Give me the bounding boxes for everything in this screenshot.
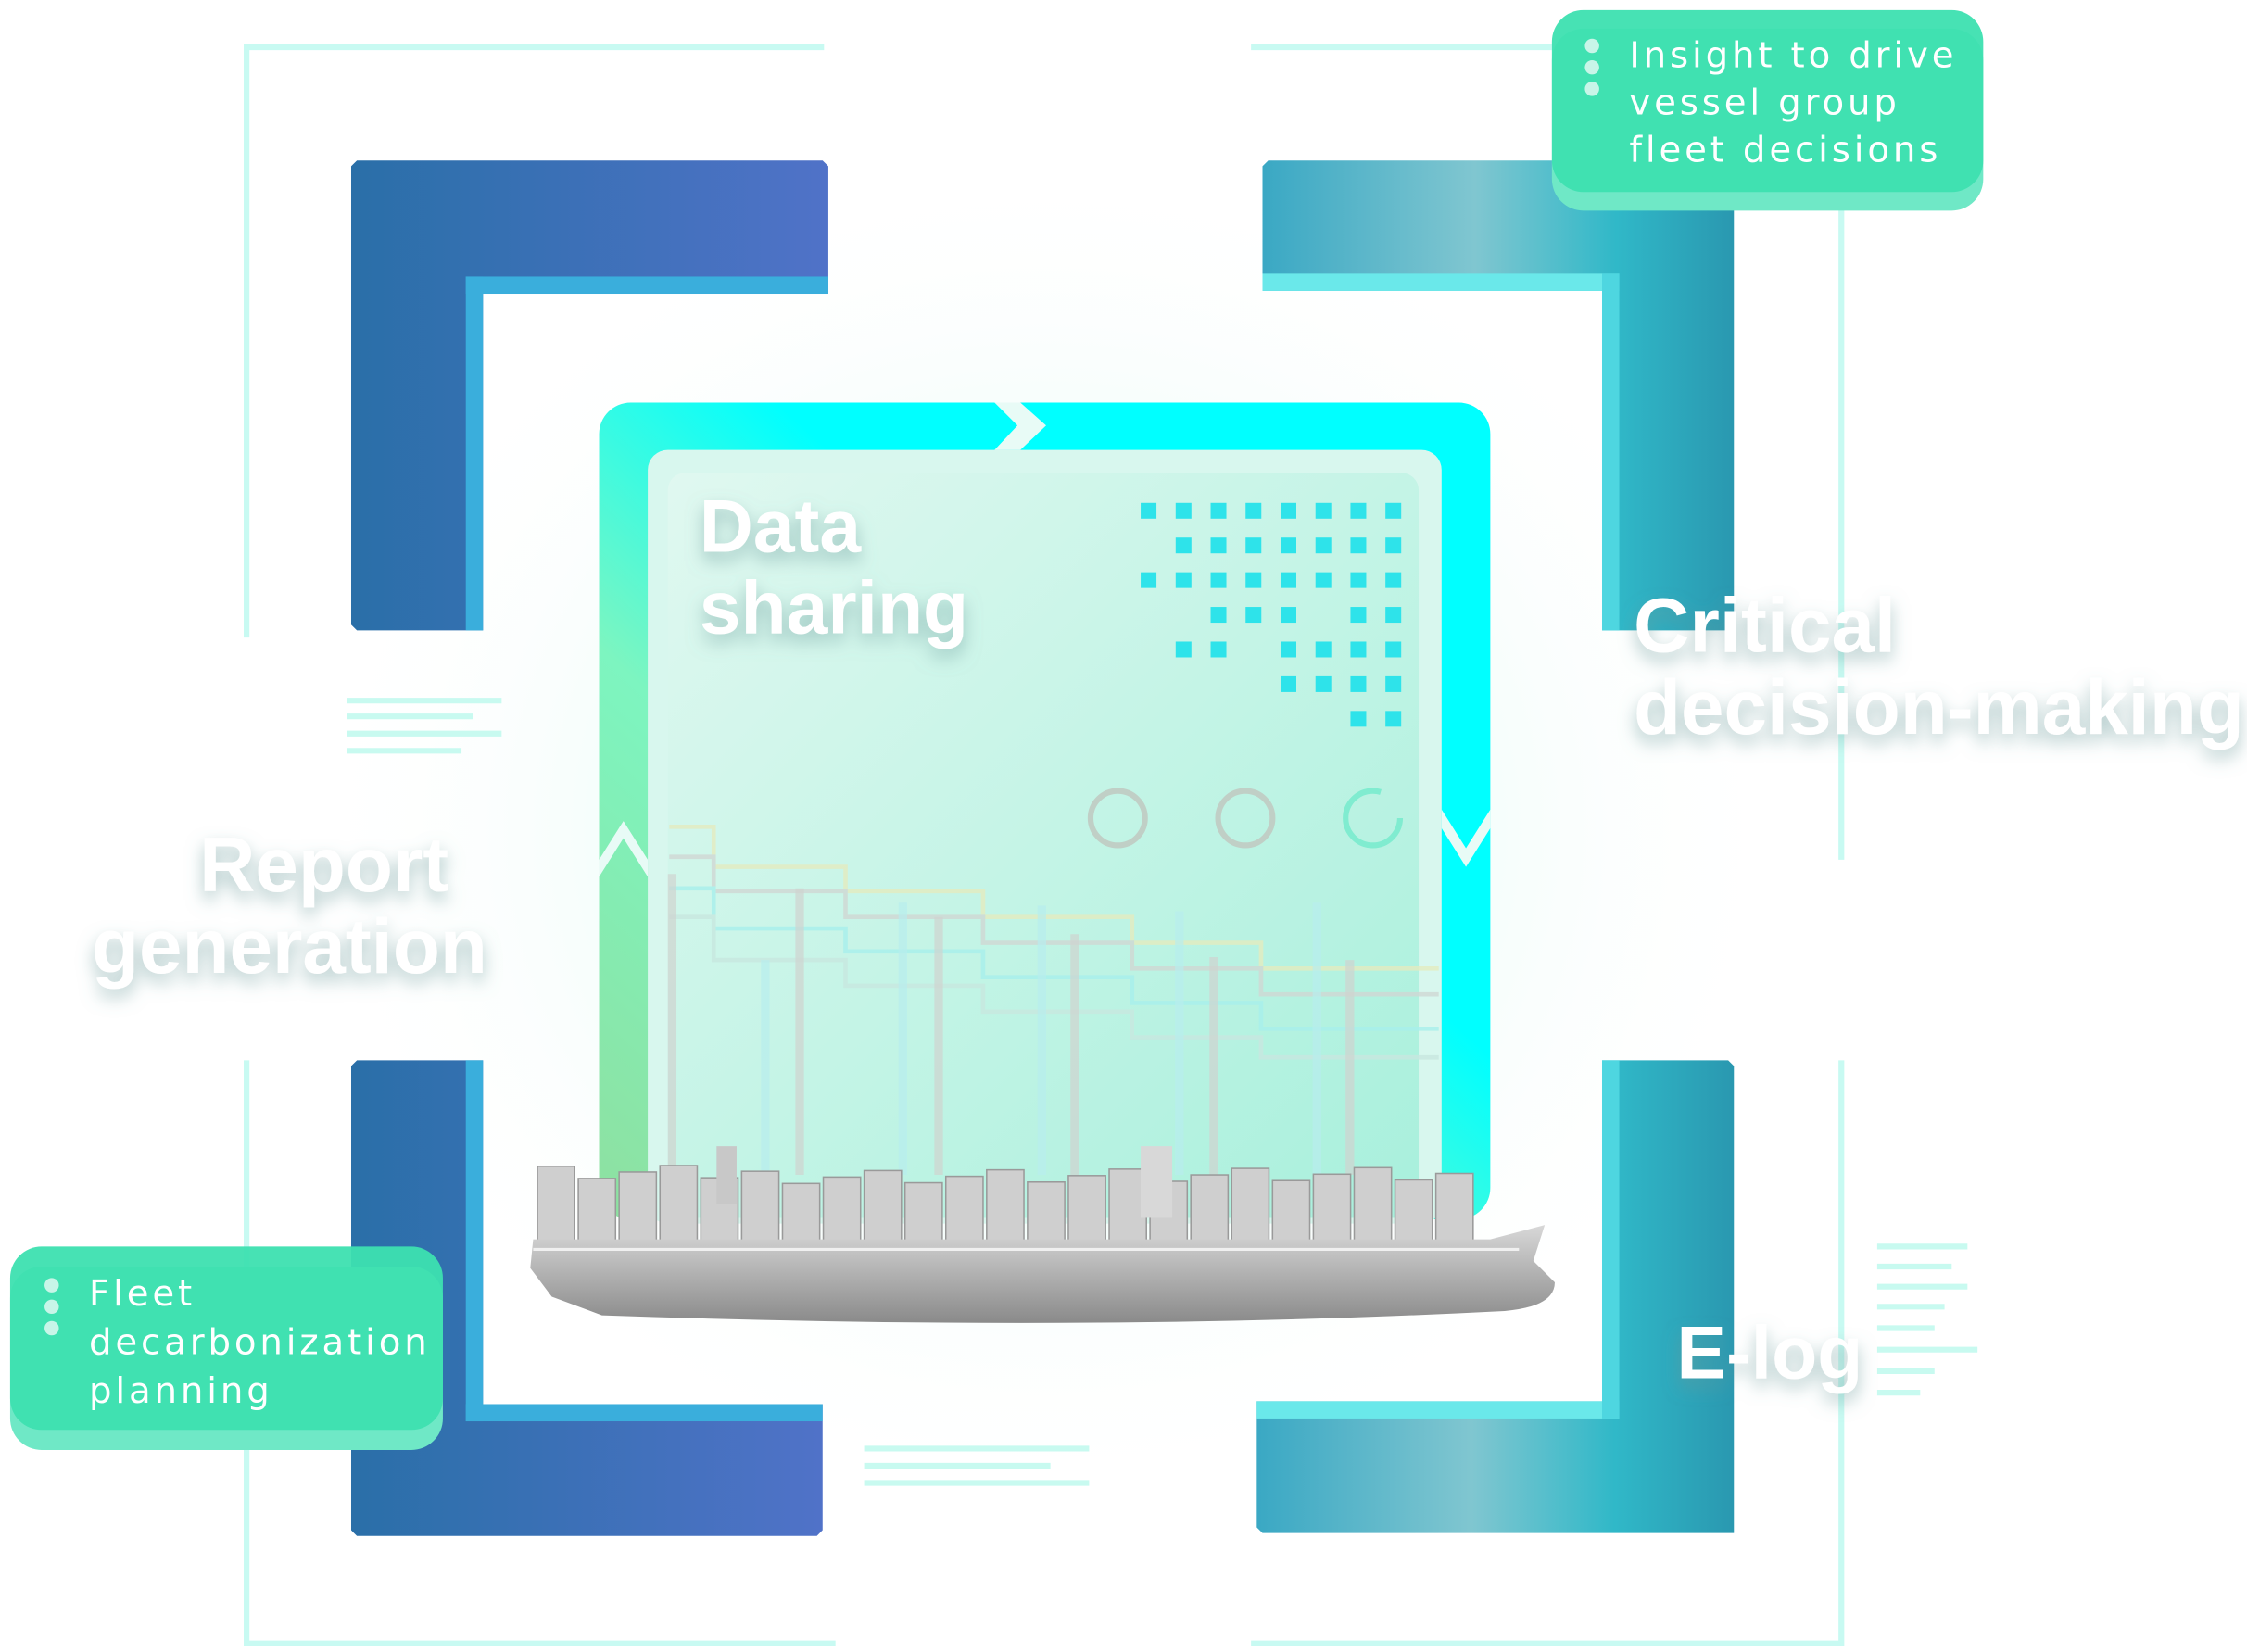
grid-dot xyxy=(1245,502,1262,519)
label-e-log: E-log xyxy=(1676,1312,1862,1395)
grid-dot xyxy=(1350,607,1367,624)
container-stack xyxy=(1027,1181,1066,1242)
grid-dot xyxy=(1245,607,1262,624)
grid-dot xyxy=(1385,537,1402,554)
callout-line: planning xyxy=(89,1370,273,1412)
grid-dot xyxy=(1280,537,1296,554)
grid-dot xyxy=(1315,572,1332,588)
container-stack xyxy=(822,1176,862,1242)
grid-dot xyxy=(1385,711,1402,727)
grid-dot xyxy=(1210,641,1227,658)
svg-text:Fleet decarbonization: Fleet decarbonization planning xyxy=(89,1273,446,1412)
grid-dot xyxy=(1280,641,1296,658)
callout-top-right: Insight to drive vessel group fleet deci… xyxy=(1551,9,1984,211)
grid-dot xyxy=(1210,607,1227,624)
container-stack xyxy=(781,1182,821,1242)
grid-dot xyxy=(1141,502,1157,519)
callout-line: decarbonization xyxy=(89,1321,431,1363)
vertical-dots-icon xyxy=(44,1278,59,1336)
grid-dot xyxy=(1175,502,1192,519)
container-stack xyxy=(1434,1172,1474,1242)
step-lines xyxy=(669,824,1439,1060)
container-stack xyxy=(577,1178,617,1242)
container-stack xyxy=(1353,1166,1393,1242)
grid-dot xyxy=(1350,641,1367,658)
grid-dot xyxy=(1385,572,1402,588)
grid-dot xyxy=(1280,572,1296,588)
grid-dot xyxy=(1141,572,1157,588)
data-dot-grid xyxy=(1141,502,1402,727)
container-stack xyxy=(1231,1167,1270,1242)
callout-bottom-left: Fleet decarbonization planning xyxy=(9,1246,446,1450)
svg-text:Insight to drive vessel: Insight to drive vessel group fleet deci… xyxy=(1629,35,1972,171)
grid-dot xyxy=(1175,641,1192,658)
grid-dot xyxy=(1245,537,1262,554)
bracket-top-right xyxy=(1262,160,1735,631)
grid-dot xyxy=(1175,537,1192,554)
label-critical-decision-making: Critical decision-making xyxy=(1634,582,2244,750)
grid-dot xyxy=(1350,675,1367,692)
container-stack xyxy=(863,1169,903,1242)
stripe-lines xyxy=(347,698,1978,1486)
container-stack xyxy=(1394,1179,1433,1242)
container-stack xyxy=(1067,1175,1106,1242)
container-stack xyxy=(986,1168,1025,1242)
label-report-generation: Report generation xyxy=(92,821,487,990)
callout-line: vessel group xyxy=(1629,82,1900,124)
circle-icon xyxy=(1087,788,1148,849)
grid-dot xyxy=(1315,675,1332,692)
bracket-top-left xyxy=(350,160,828,631)
container-stack xyxy=(1108,1168,1148,1242)
container-stack xyxy=(618,1171,658,1242)
grid-dot xyxy=(1280,607,1296,624)
container-stack xyxy=(659,1165,699,1242)
bracket-bottom-right xyxy=(1256,1060,1735,1533)
circle-icon xyxy=(1343,788,1404,849)
grid-dot xyxy=(1350,537,1367,554)
grid-dot xyxy=(1245,572,1262,588)
grid-dot xyxy=(1315,502,1332,519)
grid-dot xyxy=(1210,572,1227,588)
container-stack xyxy=(740,1170,780,1242)
grid-dot xyxy=(1385,641,1402,658)
grid-dot xyxy=(1385,675,1402,692)
grid-dot xyxy=(1210,502,1227,519)
container-stack xyxy=(1190,1174,1230,1242)
bar-lines xyxy=(667,874,1355,1176)
grid-dot xyxy=(1350,572,1367,588)
outer-guide-lines xyxy=(244,44,1845,1646)
callout-line: fleet decisions xyxy=(1629,130,1941,171)
label-data-sharing: Data sharing xyxy=(700,485,968,649)
grid-dot xyxy=(1385,502,1402,519)
callout-line: Fleet xyxy=(89,1273,196,1315)
vertical-dots-icon xyxy=(1584,38,1599,96)
grid-dot xyxy=(1315,641,1332,658)
circle-icon xyxy=(1215,788,1276,849)
container-ship-illustration xyxy=(530,1146,1555,1323)
container-stack xyxy=(1312,1173,1352,1242)
grid-dot xyxy=(1280,675,1296,692)
container-stack xyxy=(537,1165,576,1242)
progress-circles xyxy=(1087,788,1404,849)
callout-line: Insight to drive xyxy=(1629,35,1957,77)
container-stack xyxy=(1271,1179,1311,1242)
grid-dot xyxy=(1210,537,1227,554)
grid-dot xyxy=(1280,502,1296,519)
data-sharing-frame xyxy=(599,402,1491,1224)
grid-dot xyxy=(1385,607,1402,624)
container-stack xyxy=(944,1175,984,1242)
grid-dot xyxy=(1175,572,1192,588)
grid-dot xyxy=(1350,502,1367,519)
grid-dot xyxy=(1350,711,1367,727)
bracket-bottom-left xyxy=(350,1060,823,1536)
grid-dot xyxy=(1315,537,1332,554)
container-stack xyxy=(903,1181,943,1242)
